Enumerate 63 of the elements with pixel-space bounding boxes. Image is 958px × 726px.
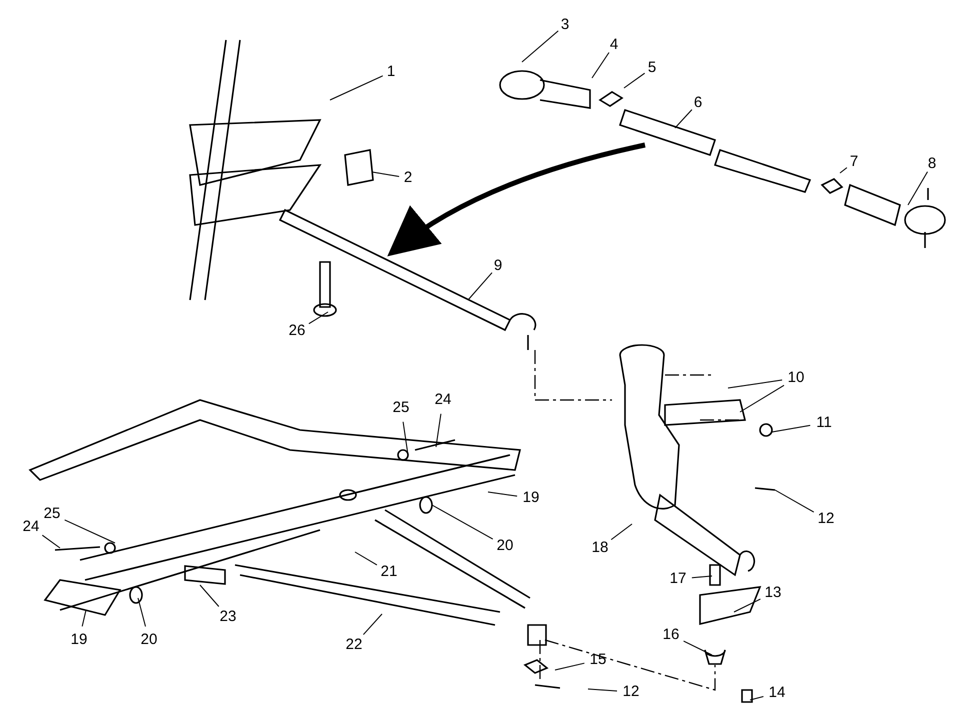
leader-line	[592, 52, 610, 78]
leader-line	[740, 384, 784, 412]
leader-line	[432, 504, 494, 540]
leader-line	[683, 640, 712, 656]
callout-number: 1	[386, 64, 396, 80]
callout-number: 12	[622, 684, 640, 700]
leader-line	[354, 552, 378, 566]
leader-line	[691, 576, 712, 578]
leader-line	[588, 688, 618, 692]
leader-line	[624, 72, 646, 88]
callout-number: 26	[288, 323, 306, 339]
callout-number: 4	[608, 37, 620, 53]
leader-line	[488, 492, 518, 497]
leader-line	[728, 380, 783, 388]
callout-number: 14	[768, 685, 786, 701]
callout-number: 20	[496, 538, 514, 554]
callout-number: 7	[848, 154, 860, 170]
leader-line	[308, 312, 328, 324]
leader-line	[362, 614, 382, 636]
callout-number: 20	[140, 632, 158, 648]
callout-number: 16	[662, 627, 680, 643]
callout-number: 25	[392, 400, 410, 416]
callout-number: 6	[692, 95, 704, 111]
callout-number: 8	[926, 156, 938, 172]
leader-line	[750, 696, 764, 700]
callout-number: 19	[70, 632, 88, 648]
callout-number: 2	[402, 170, 414, 186]
callout-number: 21	[380, 564, 398, 580]
callout-number: 25	[42, 506, 62, 522]
callout-number: 22	[344, 637, 364, 653]
leader-line	[200, 584, 220, 607]
callout-number: 5	[646, 60, 658, 76]
leader-line	[674, 109, 692, 128]
callout-number: 24	[22, 519, 40, 535]
leader-line	[772, 424, 811, 432]
leader-line	[42, 534, 60, 548]
leader-line	[554, 662, 585, 670]
callout-number: 19	[522, 490, 540, 506]
callout-number: 11	[815, 415, 833, 431]
leader-line	[774, 490, 814, 513]
leader-line	[330, 75, 384, 100]
leader-line	[734, 598, 761, 612]
callout-number: 15	[588, 652, 608, 668]
leader-line	[64, 519, 116, 544]
callout-number: 13	[764, 585, 782, 601]
callout-number: 9	[492, 258, 504, 274]
leader-line	[610, 524, 632, 540]
callout-number: 12	[816, 511, 836, 527]
callout-number: 18	[590, 540, 610, 556]
leader-line	[840, 167, 848, 174]
callout-number: 10	[786, 370, 806, 386]
leader-line	[402, 421, 408, 456]
callout-number: 3	[560, 17, 570, 33]
callout-number: 24	[434, 392, 452, 408]
callout-number: 17	[668, 571, 688, 587]
leader-line	[436, 413, 442, 448]
callout-number: 23	[218, 609, 238, 625]
leader-line	[372, 172, 400, 177]
leader-line	[522, 30, 559, 62]
leader-line	[82, 610, 86, 627]
leader-line	[468, 272, 492, 300]
leader-line	[138, 598, 146, 627]
leader-line	[908, 171, 928, 206]
